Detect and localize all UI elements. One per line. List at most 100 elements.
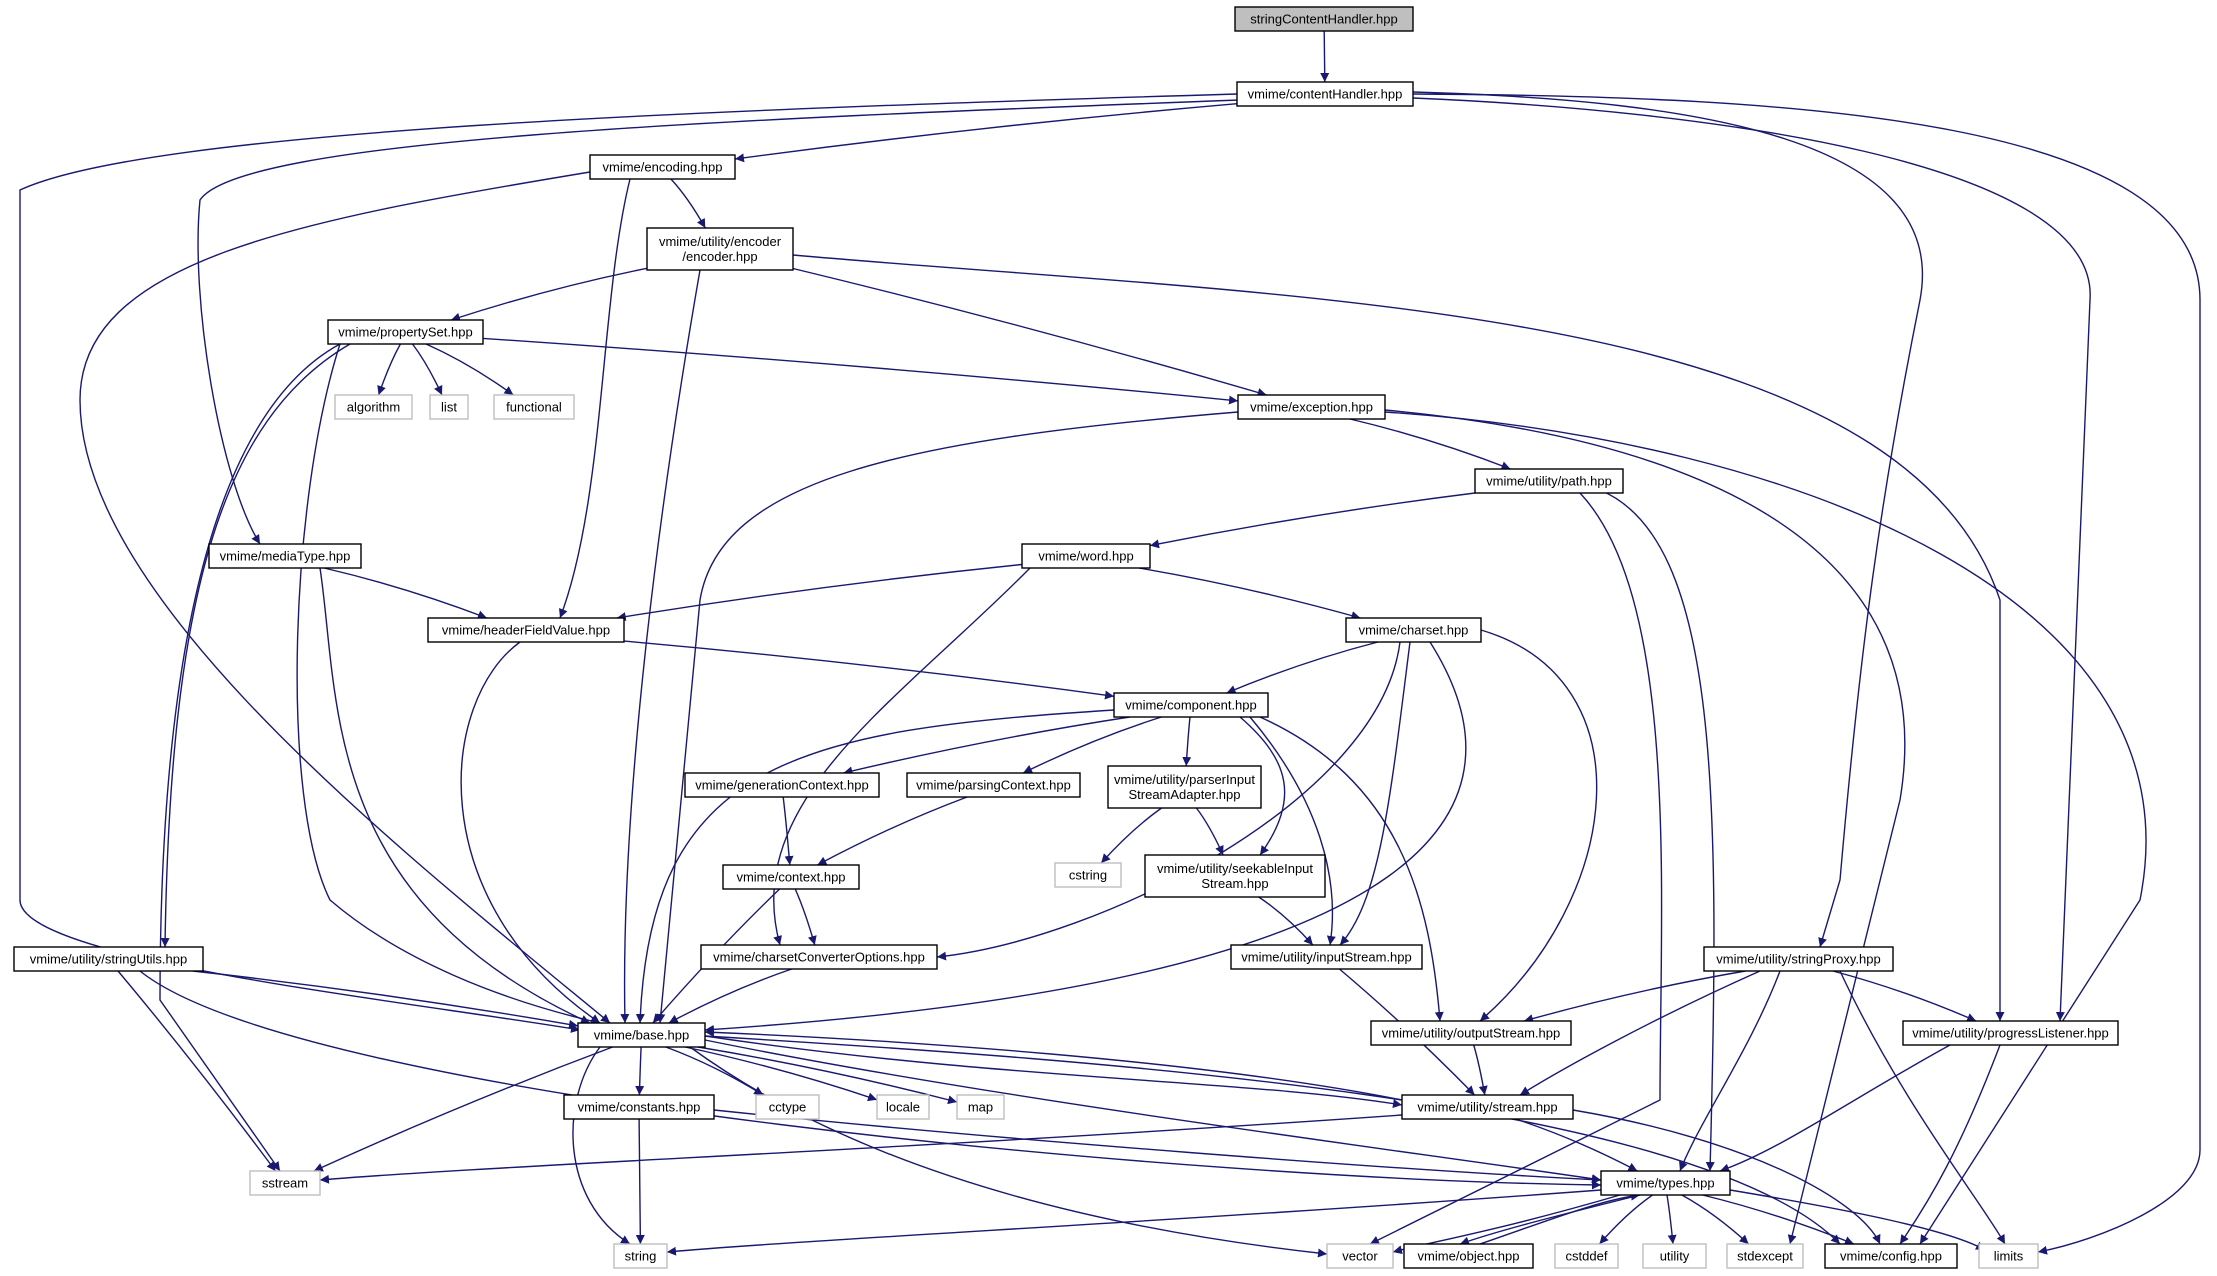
node-box-inputStream [1230,944,1423,970]
node-label-seekable-0: vmime/utility/seekableInput [1157,861,1313,876]
node-limits[interactable]: limits [1978,1243,2039,1269]
node-box-mediaType [208,543,362,569]
node-label-encoder-0: vmime/utility/encoder [659,234,782,249]
node-label-base: vmime/base.hpp [594,1028,689,1043]
edge-parsingContext-to-context [817,796,968,866]
node-encoding[interactable]: vmime/encoding.hpp [589,154,736,180]
node-box-word [1021,543,1151,569]
edge-stringProxy-to-types [1679,970,1781,1172]
node-exception[interactable]: vmime/exception.hpp [1237,394,1386,420]
node-headerFieldValue[interactable]: vmime/headerFieldValue.hpp [427,617,625,643]
edge-path-to-types [1599,489,1715,1172]
edge-component-to-seekable [1239,716,1286,856]
edge-base-to-cctype [665,1046,764,1096]
node-box-progress [1902,1020,2119,1046]
node-map[interactable]: map [956,1094,1005,1120]
node-label-string: string [625,1249,657,1264]
node-box-parsingContext [906,772,1081,798]
node-label-exception: vmime/exception.hpp [1250,400,1373,415]
node-label-context: vmime/context.hpp [736,870,845,885]
node-label-map: map [968,1100,993,1115]
node-charset[interactable]: vmime/charset.hpp [1345,617,1482,643]
node-path[interactable]: vmime/utility/path.hpp [1474,468,1624,494]
node-sstream[interactable]: sstream [249,1170,321,1196]
node-charsetConv[interactable]: vmime/charsetConverterOptions.hpp [700,944,938,970]
node-parsingContext[interactable]: vmime/parsingContext.hpp [906,772,1081,798]
edge-encoding-to-encoder [670,178,706,229]
edge-types-to-stdexcept [1681,1194,1750,1245]
node-box-outputStream [1370,1020,1572,1046]
edge-stream-to-types [1515,1118,1638,1172]
node-label-constants: vmime/constants.hpp [578,1100,701,1115]
node-word[interactable]: vmime/word.hpp [1021,543,1151,569]
node-parserInput[interactable]: vmime/utility/parserInputStreamAdapter.h… [1107,765,1262,809]
node-functional[interactable]: functional [493,394,575,420]
node-stringProxy[interactable]: vmime/utility/stringProxy.hpp [1703,946,1894,972]
edge-stream-to-config [1572,1109,1881,1245]
edge-path-to-vector [1369,492,1663,1245]
node-box-headerFieldValue [427,617,625,643]
node-box-path [1474,468,1624,494]
edge-base-to-map [697,1046,958,1105]
node-vector[interactable]: vector [1326,1243,1394,1269]
node-cctype[interactable]: cctype [755,1094,820,1120]
node-label-object: vmime/object.hpp [1418,1249,1520,1264]
edge-component-to-parserInput [1182,716,1192,767]
node-contentHandler[interactable]: vmime/contentHandler.hpp [1236,81,1414,107]
edge-encoder-to-propertySet [450,267,648,322]
node-types[interactable]: vmime/types.hpp [1600,1170,1731,1196]
edge-word-to-headerFieldValue [616,563,1023,622]
node-inputStream[interactable]: vmime/utility/inputStream.hpp [1230,944,1423,970]
edge-stringProxy-to-stream [1519,970,1761,1096]
node-progress[interactable]: vmime/utility/progressListener.hpp [1902,1020,2119,1046]
edge-context-to-charsetConv [794,888,817,946]
node-locale[interactable]: locale [876,1094,930,1120]
node-label-word: vmime/word.hpp [1038,549,1133,564]
node-stringUtils[interactable]: vmime/utility/stringUtils.hpp [13,946,204,972]
node-label-parsingContext: vmime/parsingContext.hpp [916,778,1071,793]
node-label-outputStream: vmime/utility/outputStream.hpp [1382,1026,1560,1041]
node-propertySet[interactable]: vmime/propertySet.hpp [327,319,484,345]
edge-base-to-types [704,1039,1602,1184]
node-algorithm[interactable]: algorithm [334,394,413,420]
edge-charset-to-inputStream [1339,641,1411,946]
node-utility[interactable]: utility [1642,1243,1707,1269]
edge-types-to-object [1459,1194,1641,1246]
edge-word-to-charset [1138,567,1361,620]
edge-base-to-sstream [313,1046,613,1172]
edge-headerFieldValue-to-component [623,640,1115,700]
node-constants[interactable]: vmime/constants.hpp [563,1094,715,1120]
node-object[interactable]: vmime/object.hpp [1403,1243,1534,1269]
node-context[interactable]: vmime/context.hpp [722,864,860,890]
edge-constants-to-types [713,1109,1602,1185]
node-label-limits: limits [1994,1249,2024,1264]
node-box-locale [876,1094,930,1120]
node-list[interactable]: list [429,394,469,420]
node-label-charset: vmime/charset.hpp [1359,623,1469,638]
edge-propertySet-to-stringUtils [160,343,351,948]
edge-encoder-to-progress [792,254,2005,1021]
node-encoder[interactable]: vmime/utility/encoder/encoder.hpp [646,227,794,271]
node-stream[interactable]: vmime/utility/stream.hpp [1401,1094,1574,1120]
node-label-list: list [441,400,457,415]
node-label-cstring: cstring [1069,868,1107,883]
node-cstring[interactable]: cstring [1054,862,1122,888]
node-root[interactable]: stringContentHandler.hpp [1234,6,1414,32]
node-box-exception [1237,394,1386,420]
edge-contentHandler-to-limits [1412,93,2201,1255]
node-label-encoding: vmime/encoding.hpp [603,160,723,175]
node-generationContext[interactable]: vmime/generationContext.hpp [684,772,880,798]
node-label-config: vmime/config.hpp [1840,1249,1942,1264]
node-label-types: vmime/types.hpp [1616,1176,1714,1191]
node-stdexcept[interactable]: stdexcept [1726,1243,1804,1269]
node-mediaType[interactable]: vmime/mediaType.hpp [208,543,362,569]
node-config[interactable]: vmime/config.hpp [1824,1243,1958,1269]
node-box-cstring [1054,862,1122,888]
node-component[interactable]: vmime/component.hpp [1113,692,1269,718]
node-base[interactable]: vmime/base.hpp [577,1022,706,1048]
node-string[interactable]: string [613,1243,668,1269]
node-cstddef[interactable]: cstddef [1554,1243,1619,1269]
node-outputStream[interactable]: vmime/utility/outputStream.hpp [1370,1020,1572,1046]
